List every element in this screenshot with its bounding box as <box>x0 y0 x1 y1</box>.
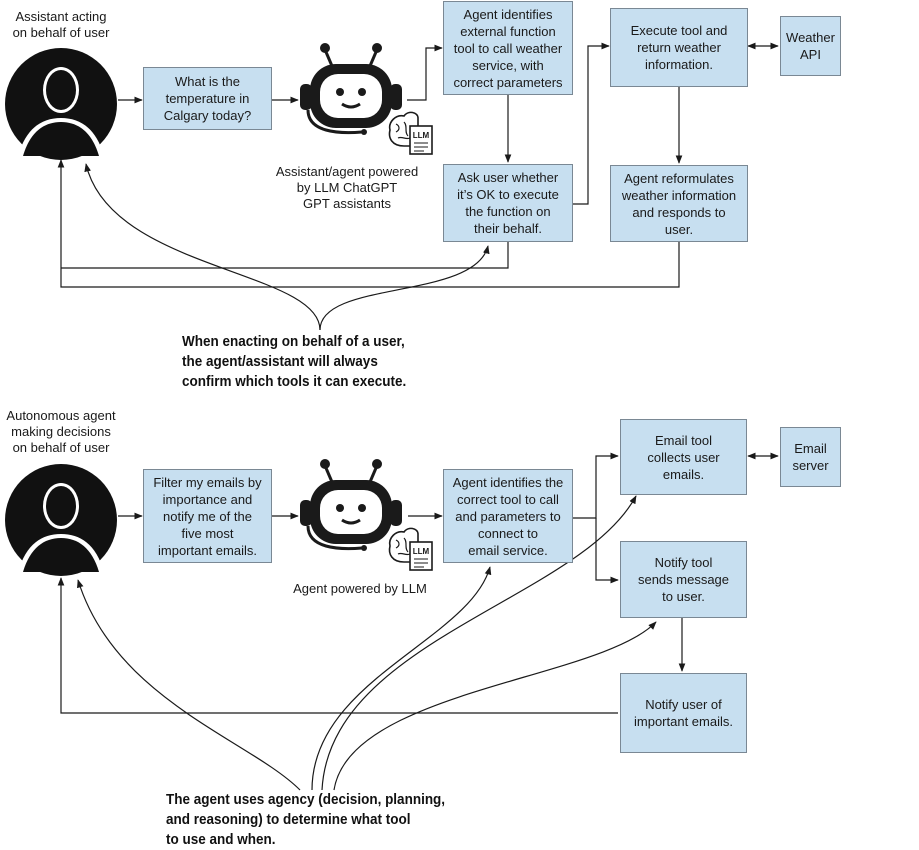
llm-badge: LLM <box>413 131 430 140</box>
callout-curve-email-tool <box>321 495 637 791</box>
brain-document-icon: LLM <box>388 527 433 571</box>
email-tool-box: Email tool collects user emails. <box>620 419 747 495</box>
arrow-identify-to-email-tool <box>573 452 619 519</box>
email-server-box: Email server <box>780 427 841 487</box>
line-reformulate-to-user <box>57 159 680 288</box>
identify-tool-box: Agent identifies external function tool … <box>443 1 573 95</box>
reformulate-box: Agent reformulates weather information a… <box>610 165 748 242</box>
person-silhouette-icon <box>5 48 117 160</box>
question-box: What is the temperature in Calgary today… <box>143 67 272 130</box>
brain-document-icon: LLM <box>388 111 433 155</box>
line-ask-to-user <box>61 242 509 269</box>
top-callout-text: When enacting on behalf of a user, the a… <box>182 333 407 390</box>
arrow-agent-to-identify <box>407 44 443 101</box>
callout-curve-identify <box>311 566 492 791</box>
weather-api-box: Weather API <box>780 16 841 76</box>
assistant-agent-label: Assistant/agent powered by LLM ChatGPT G… <box>275 164 419 211</box>
bottom-callout-text: The agent uses agency (decision, plannin… <box>166 791 446 848</box>
autonomous-agent-label: Autonomous agent making decisions on beh… <box>6 408 116 455</box>
callout-curve-user <box>84 163 321 331</box>
robot-headset-icon <box>300 43 402 135</box>
callout-curve-ask <box>319 245 490 331</box>
robot-headset-icon <box>300 459 402 551</box>
callout-curve-user-bottom <box>77 579 301 791</box>
identify-correct-tool-box: Agent identifies the correct tool to cal… <box>443 469 573 563</box>
assistant-user-label: Assistant acting on behalf of user <box>12 9 110 40</box>
notify-tool-box: Notify tool sends message to user. <box>620 541 747 618</box>
llm-badge: LLM <box>413 547 430 556</box>
email-request-box: Filter my emails by importance and notif… <box>143 469 272 563</box>
person-silhouette-icon <box>5 464 117 576</box>
arrow-identify-to-notify-tool <box>595 518 619 584</box>
callout-curve-notify-tool <box>333 621 657 791</box>
agent-llm-label: Agent powered by LLM <box>293 581 427 596</box>
ask-user-box: Ask user whether it’s OK to execute the … <box>443 164 573 242</box>
line-notify-user-to-user <box>57 577 618 714</box>
execute-tool-box: Execute tool and return weather informat… <box>610 8 748 87</box>
notify-user-box: Notify user of important emails. <box>620 673 747 753</box>
arrow-ask-to-execute <box>573 42 610 205</box>
